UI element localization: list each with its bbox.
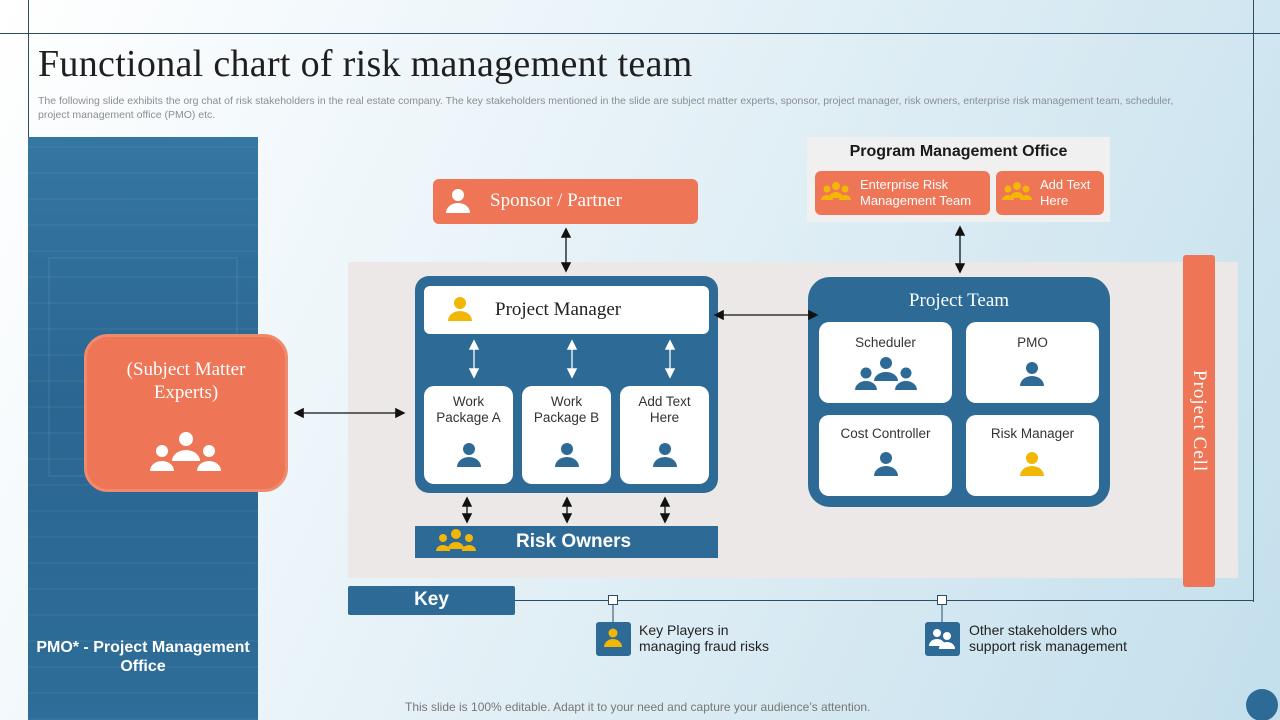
sme-box[interactable] <box>84 334 288 492</box>
pmo-label: PMO <box>1017 335 1048 350</box>
top-rule <box>0 33 1280 34</box>
key-line <box>515 600 1253 601</box>
sme-label-text: (Subject Matter Experts) <box>126 359 246 403</box>
page-title: Functional chart of risk management team <box>38 43 693 85</box>
work-package-a-text: Work Package A <box>436 394 501 425</box>
key-node-1 <box>608 595 618 605</box>
scheduler-label: Scheduler <box>855 335 916 350</box>
erm-team-label: Enterprise Risk Management Team <box>860 177 972 208</box>
work-package-a-label: Work Package A <box>424 394 513 426</box>
key-bar <box>348 586 515 615</box>
work-package-a-card[interactable] <box>424 386 513 484</box>
work-package-b-card[interactable] <box>522 386 611 484</box>
risk-owners-label: Risk Owners <box>516 531 632 552</box>
work-package-b-text: Work Package B <box>533 394 600 425</box>
erm-team-chip[interactable] <box>815 171 990 215</box>
sme-label: (Subject Matter Experts) <box>84 358 288 404</box>
stakeholder-icon <box>925 622 960 656</box>
key-node-2 <box>937 595 947 605</box>
add-text-card[interactable] <box>620 386 709 484</box>
add-text-label: Add Text Here <box>620 394 709 426</box>
sponsor-box[interactable] <box>433 179 698 224</box>
key-player-icon <box>596 622 631 656</box>
program-office-title: Program Management Office <box>849 143 1068 160</box>
key-label: Key <box>414 589 449 610</box>
right-rule <box>1253 0 1254 602</box>
project-cell-text: Project Cell <box>1189 369 1210 473</box>
corner-dot <box>1246 689 1278 720</box>
pmo-footnote: PMO* - Project Management Office <box>36 639 250 675</box>
project-cell-bar <box>1183 255 1215 587</box>
project-manager-label: Project Manager <box>495 299 622 320</box>
add-text-chip-label: Add Text Here <box>1040 177 1091 208</box>
sponsor-label: Sponsor / Partner <box>490 190 622 211</box>
risk-owners-bar[interactable] <box>415 526 718 558</box>
add-text-text: Add Text Here <box>638 394 691 425</box>
page-subtitle: The following slide exhibits the org cha… <box>38 95 1174 121</box>
stakeholder-label: Other stakeholders who support risk mana… <box>969 622 1127 654</box>
project-manager-header[interactable] <box>424 286 709 334</box>
project-team-title: Project Team <box>908 290 1010 311</box>
left-rule <box>28 0 29 137</box>
footer-note: This slide is 100% editable. Adapt it to… <box>405 700 871 714</box>
cost-controller-label: Cost Controller <box>840 426 931 441</box>
project-cell-label: Project Cell <box>1183 255 1215 587</box>
key-player-label: Key Players in managing fraud risks <box>639 622 769 654</box>
risk-manager-label: Risk Manager <box>990 426 1075 441</box>
work-package-b-label: Work Package B <box>522 394 611 426</box>
